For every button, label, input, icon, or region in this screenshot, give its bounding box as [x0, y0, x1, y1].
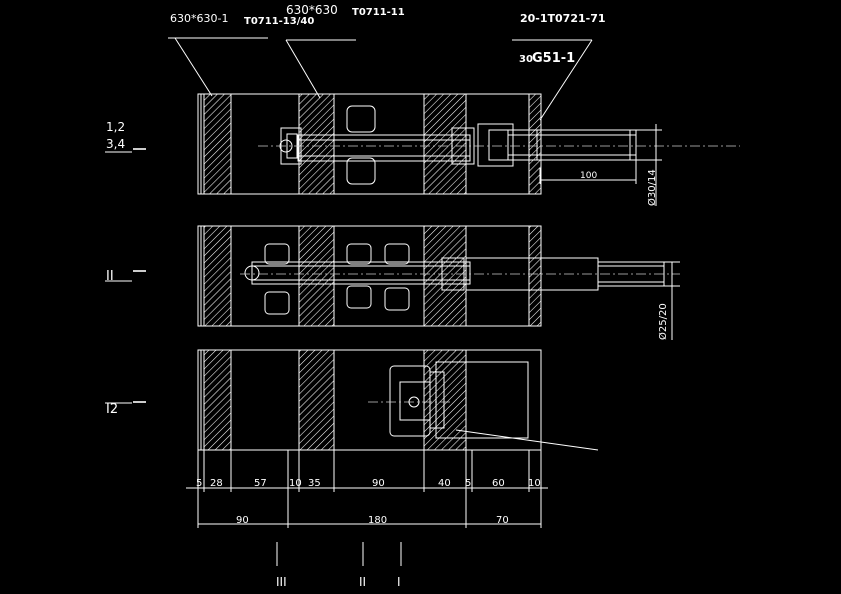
row-label-1a: 1,2 [106, 120, 125, 134]
dim-label: 90 [372, 478, 385, 489]
callout-c-text: 20-1T0721-71 [520, 12, 606, 25]
section-mark: III [276, 575, 287, 589]
callout-d-prefix: 30 [519, 54, 533, 65]
bottom-dim-labels: 5 28 57 10 35 90 40 5 60 10 90 180 70 [196, 478, 541, 526]
dim-label: 57 [254, 478, 267, 489]
dim-label: 5 [196, 478, 202, 489]
dim-label: 10 [289, 478, 302, 489]
section-mark: I [397, 575, 401, 589]
callout-a-suffix: T0711-13/40 [244, 16, 314, 27]
dim-label: 28 [210, 478, 223, 489]
view-1: 100 Ø30/14 [197, 93, 740, 206]
row-label-3: I2 [106, 402, 118, 417]
dim-label: 10 [528, 478, 541, 489]
view-2: Ø25/20 [197, 225, 680, 340]
dim-dia-2: Ø25/20 [657, 303, 669, 340]
callout-d-text: G51-1 [532, 51, 575, 66]
dim-label: 60 [492, 478, 505, 489]
callout-b-text: 630*630 [286, 3, 338, 17]
dim-label: 35 [308, 478, 321, 489]
dim-label: 40 [438, 478, 451, 489]
row-label-2: II [106, 269, 114, 284]
section-mark: II [359, 575, 366, 589]
leader-lines [168, 37, 593, 121]
row-label-1b: 3,4 [106, 137, 125, 151]
view-3 [197, 349, 599, 451]
dimension-chain [186, 450, 548, 528]
dim-label: 5 [465, 478, 471, 489]
dim-overall: 90 [236, 515, 249, 526]
callout-a-text: 630*630-1 [170, 12, 228, 25]
dim-dia-1: Ø30/14 [646, 169, 658, 206]
dim-overall: 180 [368, 515, 387, 526]
dim-overall: 70 [496, 515, 509, 526]
dim-100: 100 [580, 171, 597, 181]
section-marks: III II I [276, 542, 402, 589]
callout-b-suffix: T0711-11 [352, 7, 405, 18]
